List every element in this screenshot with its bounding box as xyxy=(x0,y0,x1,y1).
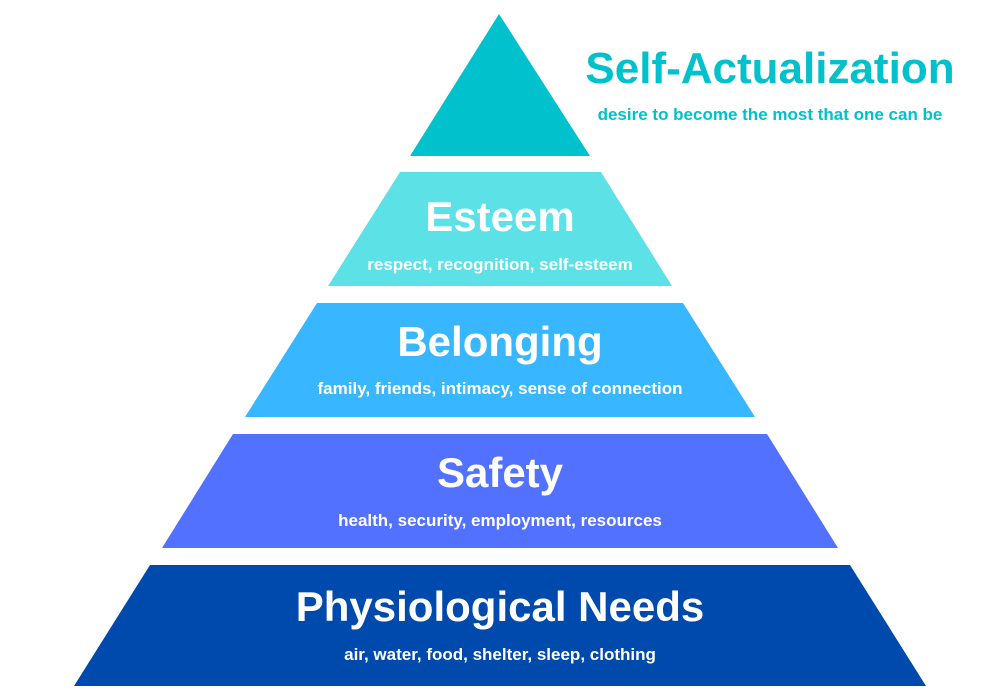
self-actualization-subtitle: desire to become the most that one can b… xyxy=(597,105,943,124)
physiological-subtitle: air, water, food, shelter, sleep, clothi… xyxy=(344,645,656,664)
level-self-actualization xyxy=(410,14,590,156)
level-physiological xyxy=(74,565,926,686)
safety-subtitle: health, security, employment, resources xyxy=(338,511,662,530)
safety-title: Safety xyxy=(436,449,564,496)
belonging-subtitle: family, friends, intimacy, sense of conn… xyxy=(317,379,683,398)
level-belonging xyxy=(245,303,755,417)
level-esteem xyxy=(328,172,672,286)
esteem-title: Esteem xyxy=(425,193,575,240)
physiological-title: Physiological Needs xyxy=(295,583,705,630)
self-actualization-title: Self-Actualization xyxy=(585,44,955,93)
esteem-subtitle: respect, recognition, self-esteem xyxy=(367,255,633,274)
level-safety xyxy=(162,434,838,548)
belonging-title: Belonging xyxy=(397,318,603,365)
